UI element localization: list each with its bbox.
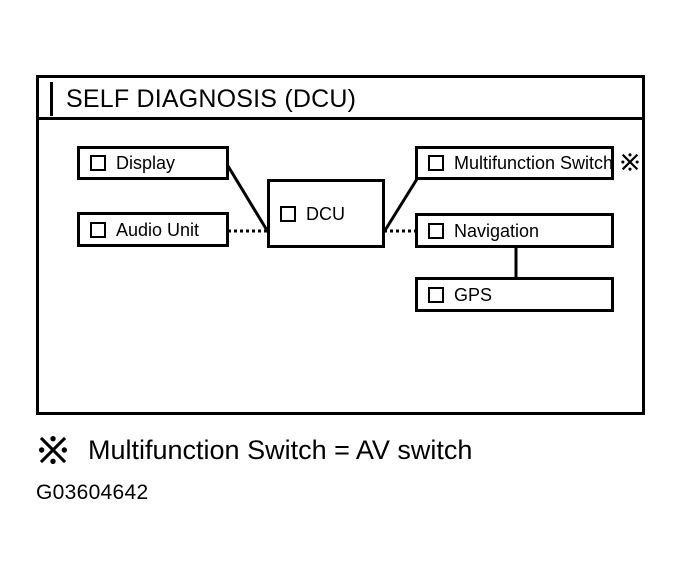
- checkbox-icon[interactable]: [428, 222, 444, 239]
- node-dcu[interactable]: DCU: [267, 179, 385, 248]
- diagram-title-bar: SELF DIAGNOSIS (DCU): [39, 78, 642, 120]
- checkbox-icon[interactable]: [90, 221, 106, 238]
- node-audio-unit-label: Audio Unit: [116, 219, 200, 240]
- title-tick-mark: [50, 82, 53, 116]
- node-multifunction-switch-label: Multifunction Switch: [454, 153, 614, 173]
- connector-display-dcu: [226, 165, 270, 233]
- node-gps-label: GPS: [454, 284, 493, 305]
- node-display[interactable]: Display: [77, 146, 229, 180]
- node-navigation-label: Navigation: [454, 220, 540, 241]
- figure-id-label: G03604642: [36, 481, 149, 504]
- node-display-label: Display: [116, 153, 176, 173]
- footnote-text: Multifunction Switch = AV switch: [88, 435, 473, 465]
- checkbox-icon[interactable]: [280, 205, 296, 222]
- checkbox-icon[interactable]: [428, 155, 444, 171]
- node-audio-unit[interactable]: Audio Unit: [77, 212, 229, 247]
- node-dcu-label: DCU: [306, 203, 345, 224]
- footnote: Multifunction Switch = AV switch: [36, 430, 636, 470]
- reference-asterisk-icon: [621, 153, 639, 171]
- checkbox-icon[interactable]: [428, 286, 444, 303]
- diagram-title: SELF DIAGNOSIS (DCU): [66, 85, 357, 113]
- self-diagnosis-diagram: SELF DIAGNOSIS (DCU) Display Audio Unit …: [36, 75, 645, 415]
- node-navigation[interactable]: Navigation: [415, 213, 614, 248]
- checkbox-icon[interactable]: [90, 155, 106, 171]
- node-gps[interactable]: GPS: [415, 277, 614, 312]
- connector-dcu-multifunction: [382, 178, 419, 233]
- reference-asterisk-icon: [38, 435, 68, 465]
- node-multifunction-switch[interactable]: Multifunction Switch: [415, 146, 614, 180]
